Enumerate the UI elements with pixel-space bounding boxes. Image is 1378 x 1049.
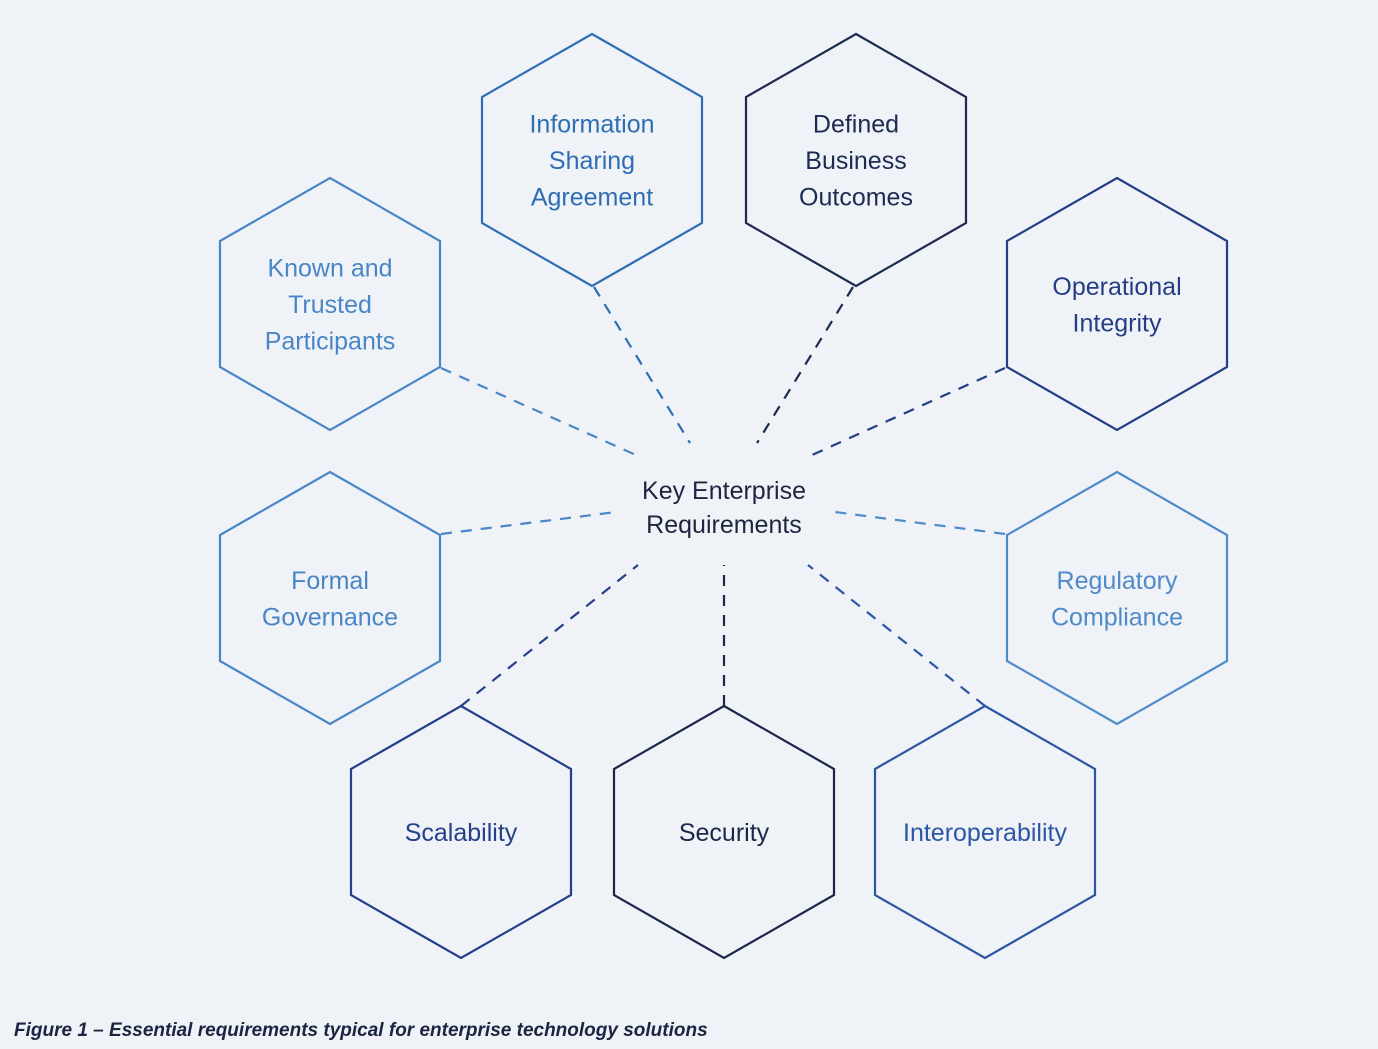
connector-information-sharing-agreement [593,286,691,444]
hexagon-label-line: Integrity [1073,309,1162,337]
connector-known-and-trusted-participants [440,366,637,457]
hexagon-label-line: Security [679,819,770,847]
hexagon-label-line: Operational [1052,273,1181,301]
hexagon-label-line: Governance [262,603,398,631]
connector-regulatory-compliance [834,510,1006,536]
hexagon-scalability: Scalability [349,704,573,960]
hexagon-outline [218,176,442,432]
hexagon-label-line: Sharing [549,147,635,175]
hexagon-outline [612,704,836,960]
hexagon-label-line: Scalability [405,819,518,847]
hexagon-security: Security [612,704,836,960]
hexagon-outline [1005,176,1229,432]
figure-caption: Figure 1 – Essential requirements typica… [14,1020,708,1041]
hexagon-label-line: Compliance [1051,603,1183,631]
hexagon-outline [218,470,442,726]
hexagon-outline [873,704,1097,960]
hexagon-label-line: Agreement [531,184,653,212]
center-label-line-1: Key Enterprise [642,477,806,505]
connector-defined-business-outcomes [756,286,854,444]
hexagon-interoperability: Interoperability [873,704,1097,960]
center-label-line-2: Requirements [646,511,802,539]
hexagon-outline [1005,470,1229,726]
hexagon-label-line: Regulatory [1057,567,1178,595]
hexagon-label-line: Business [805,147,906,175]
hexagon-label-line: Outcomes [799,184,913,212]
connector-operational-integrity [811,366,1006,457]
center-node: Key Enterprise Requirements [642,477,806,539]
connector-scalability [460,564,639,707]
hexagon-outline [744,32,968,288]
hexagon-label-line: Defined [813,111,899,139]
connector-lines [440,286,1006,707]
requirement-hexagons: InformationSharingAgreementDefinedBusine… [218,32,1229,960]
hexagon-outline [480,32,704,288]
connector-formal-governance [440,510,617,536]
connector-interoperability [807,564,986,707]
hexagon-label-line: Formal [291,567,369,595]
hexagon-label-line: Participants [265,328,396,356]
hexagon-label-line: Known and [267,255,392,283]
hexagon-label-line: Trusted [288,291,372,319]
hexagon-label-line: Interoperability [903,819,1067,847]
hexagon-label-line: Information [529,111,654,139]
hexagon-outline [349,704,573,960]
